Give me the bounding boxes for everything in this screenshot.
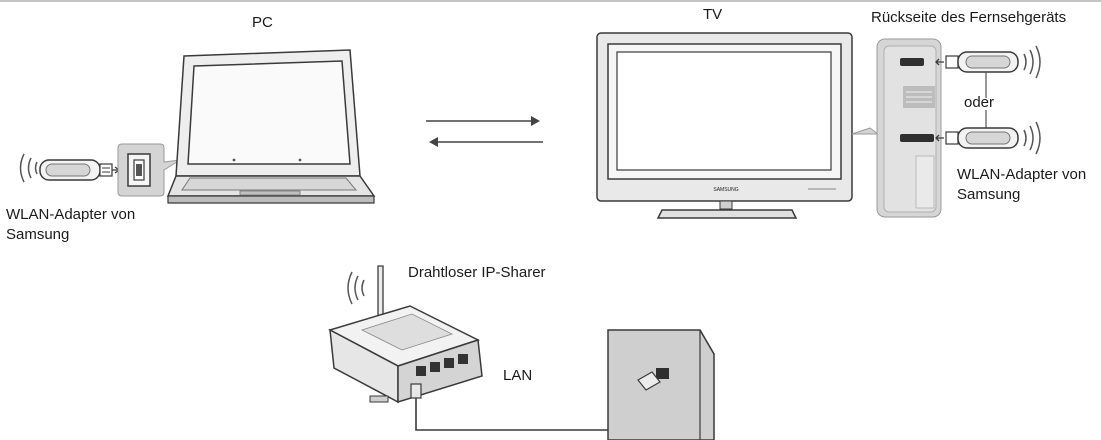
bidirectional-arrows [426, 116, 543, 147]
tv-rear-panel [851, 38, 942, 218]
usb-port-2 [900, 134, 934, 142]
router-label: Drahtloser IP-Sharer [408, 264, 546, 281]
tv-rear-label: Rückseite des Fernsehgeräts [871, 9, 1067, 26]
lan-cable [415, 383, 641, 431]
usb-adapter-left [19, 153, 121, 183]
adapter-left-label-line1: WLAN-Adapter von [6, 206, 136, 223]
wireless-router [328, 265, 483, 404]
usb-port-1 [900, 58, 924, 66]
adapter-right-label-line1: WLAN-Adapter von [957, 166, 1087, 183]
adapter-right-label-line2: Samsung [957, 186, 1021, 203]
laptop [166, 49, 376, 204]
usb-adapter-tv-bottom [935, 121, 1041, 155]
usb-adapter-tv-top [935, 45, 1041, 79]
lan-plug-router [410, 383, 422, 399]
laptop-usb-port-callout [117, 143, 181, 197]
lan-label: LAN [503, 367, 533, 384]
pc-label: PC [252, 14, 273, 31]
tv: SAMSUNG [596, 32, 853, 219]
tv-brand-logo: SAMSUNG [713, 187, 738, 193]
or-label: oder [964, 94, 995, 111]
adapter-left-label-line2: Samsung [6, 226, 70, 243]
tv-label: TV [703, 6, 723, 23]
wall-socket [607, 329, 715, 440]
